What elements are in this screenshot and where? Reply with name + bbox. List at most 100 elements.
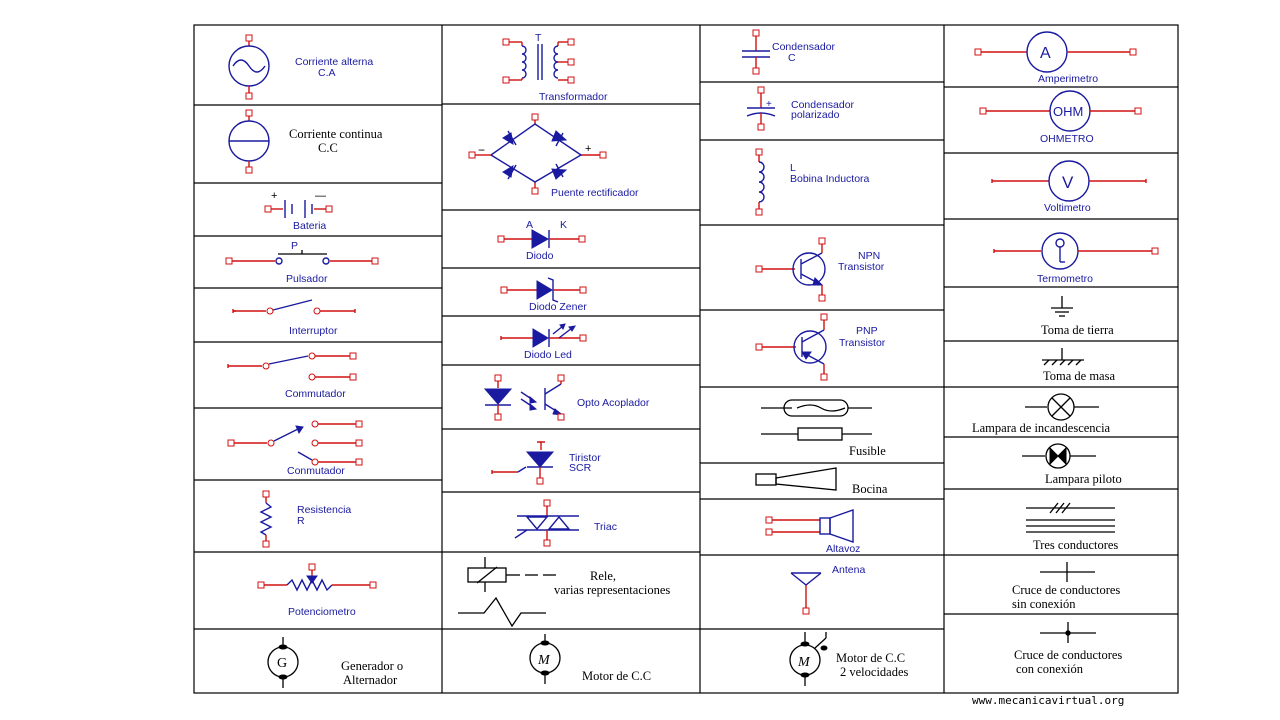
motor2-m-letter: M — [797, 655, 811, 670]
antenna-icon — [790, 572, 822, 615]
horn-cell: Bocina — [755, 467, 888, 496]
three-conductors-label: Tres conductores — [1033, 538, 1118, 552]
resistor-label-abbr: R — [297, 515, 305, 527]
bridge-icon: − + — [468, 113, 607, 195]
website-credit: www.mecanicavirtual.org — [972, 694, 1124, 707]
motor2-cell: M Motor de C.C 2 velocidades — [789, 632, 909, 686]
bridge-plus-sign: + — [585, 143, 591, 155]
chassis-cell: Toma de masa — [1042, 348, 1115, 383]
thermometer-cell: Termometro — [993, 232, 1159, 285]
battery-label: Bateria — [293, 220, 326, 232]
voltmeter-label: Voltimetro — [1044, 202, 1091, 214]
cross-connection-cell: Cruce de conductores con conexión — [1014, 622, 1122, 676]
pilot-lamp-icon — [1022, 443, 1096, 469]
led-icon — [500, 323, 587, 348]
triac-label: Triac — [594, 521, 617, 533]
ohmmeter-label: OHMETRO — [1040, 133, 1094, 145]
pilot-lamp-label: Lampara piloto — [1045, 472, 1122, 486]
fuse-label: Fusible — [849, 444, 886, 458]
changeover1-label: Commutador — [285, 388, 346, 400]
ground-cell: Toma de tierra — [1041, 296, 1114, 337]
pushbutton-icon — [225, 250, 379, 265]
horn-icon — [755, 467, 837, 491]
resistor-icon — [259, 490, 273, 548]
relay-icon — [458, 557, 556, 628]
three-conductors-cell: Tres conductores — [1026, 502, 1118, 552]
inductor-l-label: L — [790, 162, 796, 174]
pol-capacitor-plus-sign: + — [766, 99, 772, 110]
transformer-cell: T Transformador — [502, 32, 608, 103]
pnp-cell: PNP Transistor — [755, 313, 886, 381]
bridge-label: Puente rectificador — [551, 187, 639, 199]
voltmeter-icon: V — [991, 160, 1147, 202]
dc-label: Corriente continua — [289, 127, 383, 141]
capacitor-label-abbr: C — [788, 52, 796, 64]
ohmmeter-cell: OHM OHMETRO — [979, 90, 1142, 145]
scr-label: Tiristor — [569, 452, 601, 464]
motor-m-letter: M — [537, 653, 551, 668]
lamp-icon — [1025, 393, 1099, 421]
voltmeter-cell: V Voltimetro — [991, 160, 1147, 214]
switch-label: Interruptor — [289, 325, 338, 337]
changeover1-icon — [227, 352, 357, 381]
ammeter-a-letter: A — [1040, 45, 1051, 62]
generator-label: Generador o — [341, 659, 403, 673]
zener-cell: Diodo Zener — [500, 277, 587, 313]
cross-no-connection-label: Cruce de conductores — [1012, 583, 1120, 597]
generator-label-2: Alternador — [343, 673, 398, 687]
capacitor-label: Condensador — [772, 41, 836, 53]
thermometer-icon — [993, 232, 1159, 270]
thermometer-label: Termometro — [1037, 273, 1093, 285]
diode-label: Diodo — [526, 250, 554, 262]
potentiometer-icon — [257, 563, 377, 592]
scr-label-abbr: SCR — [569, 462, 592, 474]
changeover1-cell: Commutador — [227, 352, 357, 400]
switch-cell: Interruptor — [232, 299, 356, 337]
generator-icon: G — [267, 637, 299, 688]
motor-label: Motor de C.C — [582, 669, 651, 683]
ammeter-label: Amperimetro — [1038, 73, 1098, 85]
inductor-label: Bobina Inductora — [790, 173, 870, 185]
bridge-cell: − + Puente rectificador — [468, 113, 639, 199]
chassis-ground-icon — [1042, 348, 1084, 366]
transformer-label: Transformador — [539, 91, 608, 103]
led-cell: Diodo Led — [500, 323, 587, 361]
ac-source-cell: Corriente alterna C.A — [228, 34, 373, 100]
bridge-minus-sign: − — [478, 143, 485, 157]
ammeter-cell: A Amperimetro — [974, 31, 1137, 85]
opto-cell: Opto Acoplador — [483, 374, 650, 421]
battery-icon: + — — [264, 190, 333, 218]
relay-label-2: varias representaciones — [554, 583, 670, 597]
cross-no-connection-label-2: sin conexión — [1012, 597, 1076, 611]
opto-label: Opto Acoplador — [577, 397, 650, 409]
cross-no-connection-icon — [1040, 562, 1095, 582]
generator-cell: G Generador o Alternador — [267, 637, 403, 688]
capacitor-icon — [742, 29, 770, 75]
relay-cell: Rele, varias representaciones — [458, 557, 670, 628]
pnp-label: PNP — [856, 325, 878, 337]
cross-no-connection-cell: Cruce de conductores sin conexión — [1012, 562, 1120, 611]
diode-cell: A K Diodo — [497, 219, 586, 262]
fuse-cell: Fusible — [761, 399, 886, 458]
speaker-icon — [765, 509, 854, 543]
antenna-label: Antena — [832, 564, 865, 576]
pushbutton-label: Pulsador — [286, 273, 328, 285]
ac-label-abbr: C.A — [318, 67, 336, 79]
led-label: Diodo Led — [524, 349, 572, 361]
ohmmeter-icon: OHM — [979, 90, 1142, 132]
fuse-icon — [761, 399, 872, 441]
changeover2-icon — [227, 420, 363, 466]
lamp-label: Lampara de incandescencia — [972, 421, 1111, 435]
inductor-icon — [755, 148, 765, 216]
motor-two-speed-icon: M — [789, 632, 828, 686]
potentiometer-cell: Potenciometro — [257, 563, 377, 618]
triac-cell: Triac — [514, 499, 617, 547]
dc-source-icon — [228, 109, 270, 174]
potentiometer-label: Potenciometro — [288, 606, 356, 618]
table-grid — [193, 24, 1179, 694]
changeover2-cell: Conmutador — [227, 420, 363, 477]
capacitor-cell: Condensador C — [742, 29, 836, 75]
scr-cell: Tiristor SCR — [491, 441, 601, 485]
motor2-label-2: 2 velocidades — [840, 665, 909, 679]
motor-cell: M Motor de C.C — [529, 634, 651, 684]
